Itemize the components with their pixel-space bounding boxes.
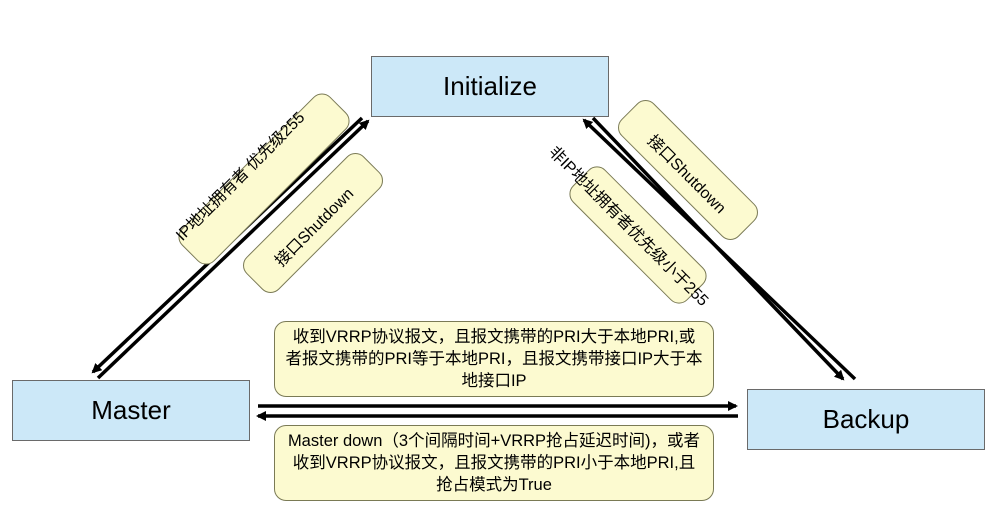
state-backup: Backup: [747, 389, 985, 450]
state-master-label: Master: [91, 395, 171, 425]
arrow-initialize-to-backup: [591, 116, 845, 381]
state-initialize-label: Initialize: [443, 71, 537, 101]
state-backup-label: Backup: [822, 404, 910, 434]
state-master: Master: [12, 380, 250, 441]
state-initialize: Initialize: [371, 56, 609, 117]
arrow-master-to-initialize: [96, 119, 370, 380]
note-master-to-backup: 收到VRRP协议报文，且报文携带的PRI大于本地PRI,或者报文携带的PRI等于…: [274, 321, 714, 397]
note-backup-to-master: Master down（3个间隔时间+VRRP抢占延迟时间)，或者收到VRRP协…: [274, 425, 714, 501]
